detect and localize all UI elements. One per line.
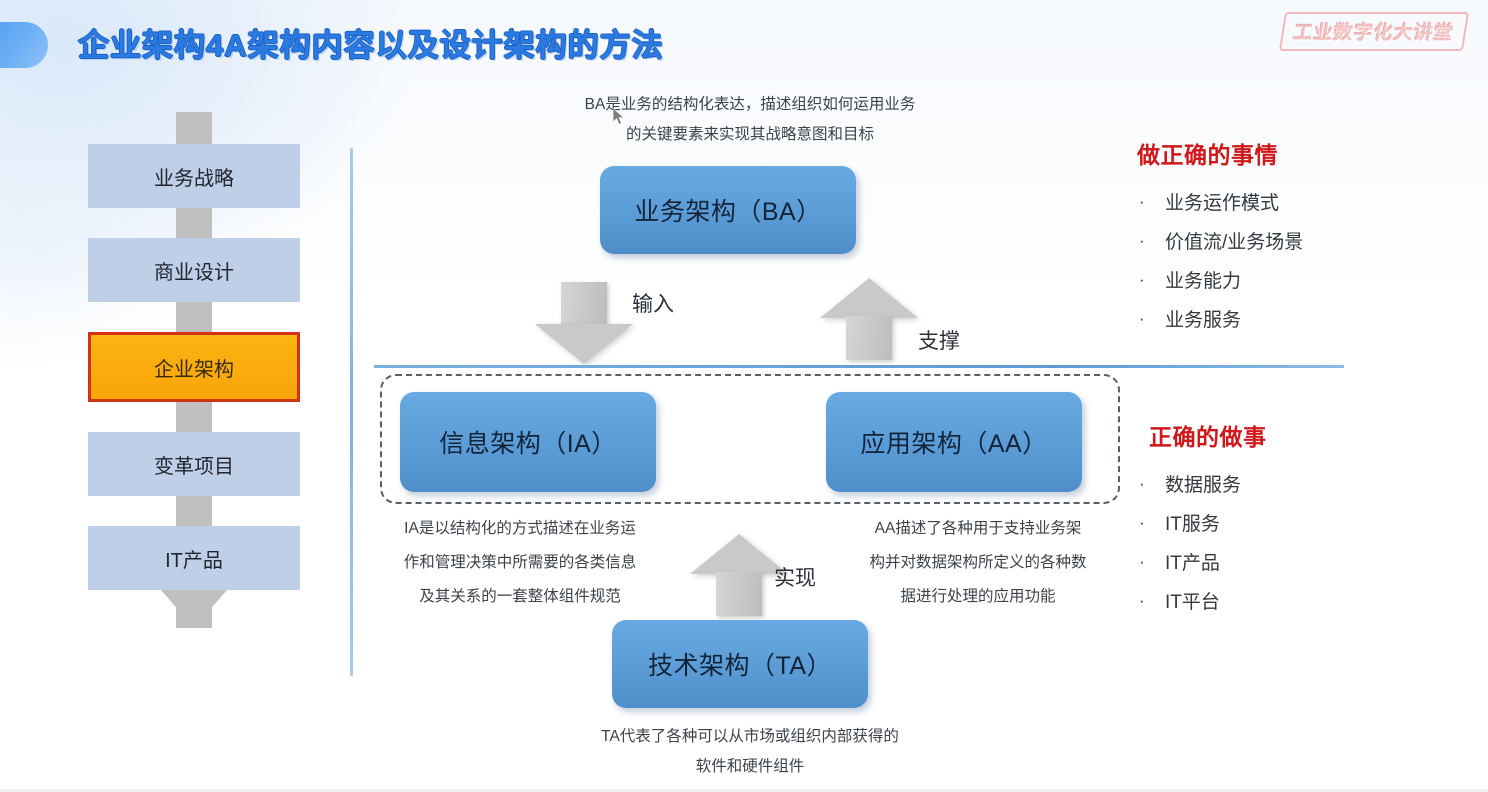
flow-connector xyxy=(176,302,212,332)
note-ta: TA代表了各种可以从市场或组织内部获得的 软件和硬件组件 xyxy=(601,728,899,775)
panel-list: · 业务运作模式 · 价值流/业务场景 · 业务能力 · 业务服务 xyxy=(1135,182,1435,338)
bullet-icon: · xyxy=(1139,473,1145,493)
panel-title: 做正确的事情 xyxy=(1137,142,1278,168)
list-item-label: 业务运作模式 xyxy=(1165,193,1280,214)
box-label: 业务架构（BA） xyxy=(634,198,822,226)
list-item[interactable]: · 业务能力 xyxy=(1135,260,1435,299)
flow-step-business-strategy[interactable]: 业务战略 xyxy=(88,144,300,208)
box-information-architecture[interactable]: 信息架构（IA） xyxy=(400,392,656,492)
note-aa: AA描述了各种用于支持业务架 构并对数据架构所定义的各种数 据进行处理的应用功能 xyxy=(869,520,1087,605)
note-ba: BA是业务的结构化表达，描述组织如何运用业务 的关键要素来实现其战略意图和目标 xyxy=(584,96,916,143)
bullet-icon: · xyxy=(1139,590,1145,610)
flow-step-label: 变革项目 xyxy=(154,455,234,478)
box-label: 技术架构（TA） xyxy=(647,652,833,680)
panel-do-things-right: 正确的做事 · 数据服务 · IT服务 · IT产品 · IT平台 xyxy=(1135,418,1435,620)
panel-list: · 数据服务 · IT服务 · IT产品 · IT平台 xyxy=(1135,464,1435,620)
flow-step-enterprise-architecture[interactable]: 企业架构 xyxy=(88,332,300,402)
brand-logo: 工业数字化大讲堂 xyxy=(1278,12,1470,51)
arrow-label-support: 支撑 xyxy=(918,330,960,353)
list-item[interactable]: · IT服务 xyxy=(1135,503,1435,542)
box-label: 应用架构（AA） xyxy=(860,430,1048,458)
list-item[interactable]: · 业务服务 xyxy=(1135,299,1435,338)
architecture-diagram: BA是业务的结构化表达，描述组织如何运用业务 的关键要素来实现其战略意图和目标 … xyxy=(370,0,1130,792)
list-item[interactable]: · 数据服务 xyxy=(1135,464,1435,503)
vertical-divider xyxy=(350,148,353,676)
note-ia: IA是以结构化的方式描述在业务运 作和管理决策中所需要的各类信息 及其关系的一套… xyxy=(403,520,637,605)
panel-title: 正确的做事 xyxy=(1149,424,1267,450)
list-item-label: IT平台 xyxy=(1165,592,1220,613)
page-title: 企业架构4A架构内容以及设计架构的方法 xyxy=(78,28,664,63)
list-item-label: 业务服务 xyxy=(1165,310,1242,331)
flow-step-label: IT产品 xyxy=(165,549,223,572)
arrow-up-support-icon xyxy=(820,278,918,362)
list-item[interactable]: · IT产品 xyxy=(1135,542,1435,581)
box-technology-architecture[interactable]: 技术架构（TA） xyxy=(612,620,868,708)
flow-step-label: 企业架构 xyxy=(154,358,234,381)
list-item-label: 价值流/业务场景 xyxy=(1165,232,1304,253)
list-item-label: 业务能力 xyxy=(1165,271,1242,292)
decorative-pill xyxy=(0,22,48,68)
bullet-icon: · xyxy=(1139,269,1145,289)
bullet-icon: · xyxy=(1139,308,1145,328)
box-label: 信息架构（IA） xyxy=(439,430,617,458)
flow-step-label: 业务战略 xyxy=(154,167,234,190)
bottom-edge-strip xyxy=(0,789,1488,792)
list-item[interactable]: · 价值流/业务场景 xyxy=(1135,221,1435,260)
list-item[interactable]: · IT平台 xyxy=(1135,581,1435,620)
flow-connector xyxy=(176,496,212,526)
arrow-down-input-icon xyxy=(535,282,633,366)
bullet-icon: · xyxy=(1139,512,1145,532)
arrow-up-realize-icon xyxy=(690,534,788,618)
box-application-architecture[interactable]: 应用架构（AA） xyxy=(826,392,1082,492)
bullet-icon: · xyxy=(1139,191,1145,211)
flow-step-it-product[interactable]: IT产品 xyxy=(88,526,300,590)
flow-step-label: 商业设计 xyxy=(154,261,234,284)
flow-down-arrow-icon xyxy=(161,590,227,628)
flow-step-business-design[interactable]: 商业设计 xyxy=(88,238,300,302)
flow-connector xyxy=(176,402,212,432)
list-item[interactable]: · 业务运作模式 xyxy=(1135,182,1435,221)
arrow-label-input: 输入 xyxy=(632,293,674,316)
list-item-label: IT服务 xyxy=(1165,514,1220,535)
bullet-icon: · xyxy=(1139,230,1145,250)
bullet-icon: · xyxy=(1139,551,1145,571)
flow-connector xyxy=(176,208,212,238)
list-item-label: 数据服务 xyxy=(1165,475,1242,496)
box-business-architecture[interactable]: 业务架构（BA） xyxy=(600,166,856,254)
list-item-label: IT产品 xyxy=(1165,553,1220,574)
dashed-group-box xyxy=(380,374,1120,504)
horizontal-rule xyxy=(374,365,1344,368)
arrow-label-realize: 实现 xyxy=(774,567,816,590)
flow-connector xyxy=(176,112,212,144)
value-chain-flow: 业务战略 商业设计 企业架构 变革项目 IT产品 xyxy=(88,112,300,628)
panel-do-right-things: 做正确的事情 · 业务运作模式 · 价值流/业务场景 · 业务能力 · 业务服务 xyxy=(1135,136,1435,338)
flow-step-change-project[interactable]: 变革项目 xyxy=(88,432,300,496)
